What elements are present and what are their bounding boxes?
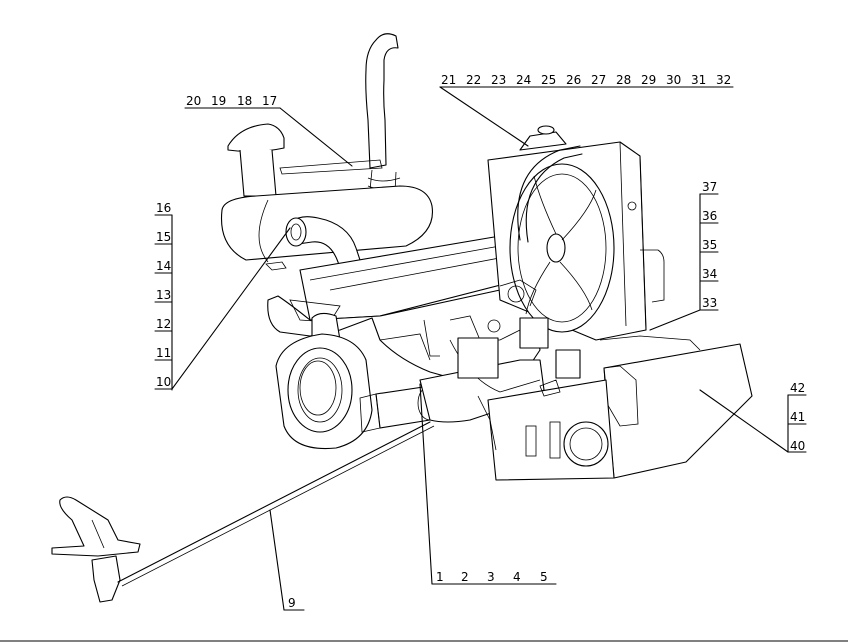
callout-18: 18 — [237, 94, 252, 108]
callout-numbers-right: 37 36 35 34 33 — [702, 180, 717, 310]
fuel-tank — [487, 343, 753, 481]
callout-14: 14 — [156, 259, 171, 273]
callout-41: 41 — [790, 410, 805, 424]
callout-19: 19 — [211, 94, 226, 108]
callout-29: 29 — [641, 73, 656, 87]
callout-15: 15 — [156, 230, 171, 244]
callout-36: 36 — [702, 209, 717, 223]
callout-25: 25 — [541, 73, 556, 87]
callout-5: 5 — [540, 570, 548, 584]
callout-27: 27 — [591, 73, 606, 87]
callout-numbers-left: 16 15 14 13 12 11 10 — [156, 201, 171, 389]
callout-4: 4 — [513, 570, 521, 584]
callout-10: 10 — [156, 375, 171, 389]
callout-35: 35 — [702, 238, 717, 252]
callout-28: 28 — [616, 73, 631, 87]
callout-16: 16 — [156, 201, 171, 215]
cooling-fan — [509, 163, 615, 333]
callout-13: 13 — [156, 288, 171, 302]
callout-11: 11 — [156, 346, 171, 360]
exhaust-pipe — [365, 33, 401, 193]
coolant-hose — [517, 145, 583, 243]
leader-lines — [154, 86, 807, 611]
callout-numbers-right-bottom: 42 41 40 — [790, 381, 805, 453]
callout-22: 22 — [466, 73, 481, 87]
callout-1: 1 — [436, 570, 444, 584]
oil-pan — [419, 359, 545, 423]
callout-17: 17 — [262, 94, 277, 108]
callout-42: 42 — [790, 381, 805, 395]
callout-23: 23 — [491, 73, 506, 87]
callout-40: 40 — [790, 439, 805, 453]
callout-numbers-top-left: 20 19 18 17 — [186, 94, 277, 108]
callout-26: 26 — [566, 73, 581, 87]
callout-37: 37 — [702, 180, 717, 194]
callout-34: 34 — [702, 267, 717, 281]
callout-20: 20 — [186, 94, 201, 108]
flywheel-housing — [275, 333, 373, 450]
callout-33: 33 — [702, 296, 717, 310]
callout-24: 24 — [516, 73, 531, 87]
wiring-and-fittings — [423, 249, 701, 451]
callout-32: 32 — [716, 73, 731, 87]
throttle-cable — [117, 421, 431, 583]
callout-12: 12 — [156, 317, 171, 331]
callout-9: 9 — [288, 596, 296, 610]
callout-numbers-bottom: 1 2 3 4 5 — [436, 570, 548, 584]
callout-numbers-top-right: 21 22 23 24 25 26 27 28 29 30 31 32 — [441, 73, 731, 87]
callout-3: 3 — [487, 570, 495, 584]
callout-21: 21 — [441, 73, 456, 87]
accelerator-pedal — [51, 421, 435, 603]
callout-30: 30 — [666, 73, 681, 87]
callout-31: 31 — [691, 73, 706, 87]
callout-2: 2 — [461, 570, 469, 584]
